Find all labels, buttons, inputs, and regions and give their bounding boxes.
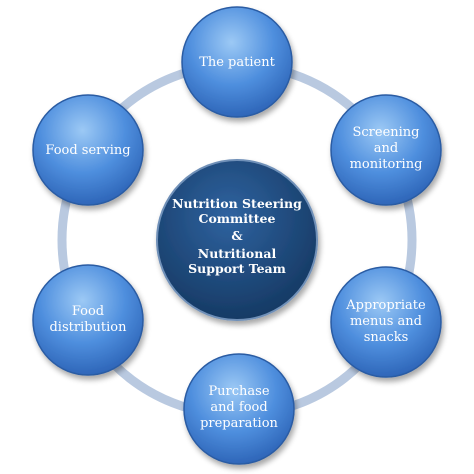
- node-label-line: menus and: [350, 314, 422, 329]
- node-label-line: preparation: [200, 416, 278, 431]
- node-label-line: distribution: [49, 320, 127, 335]
- center-line-1: Nutrition Steering: [172, 196, 302, 211]
- node-label-line: monitoring: [350, 157, 423, 172]
- node-label-line: and food: [210, 400, 267, 415]
- node-food-distribution: Food distribution: [32, 264, 144, 376]
- center-line-4: Nutritional: [198, 246, 277, 261]
- node-label-line: Appropriate: [345, 298, 426, 313]
- center-line-5: Support Team: [188, 261, 286, 276]
- node-label-line: The patient: [199, 55, 275, 70]
- node-label-line: Food serving: [45, 143, 130, 158]
- node-the-patient: The patient: [181, 6, 293, 118]
- node-label-line: and: [374, 141, 398, 156]
- node-purchase-and-food-preparation: Purchase and food preparation: [183, 353, 295, 465]
- node-food-serving: Food serving: [32, 94, 144, 206]
- node-appropriate-menus-and-snacks: Appropriate menus and snacks: [330, 266, 442, 378]
- node-label-line: Food: [72, 304, 104, 319]
- node-label-line: snacks: [364, 330, 409, 345]
- center-circle: Nutrition Steering Committee & Nutrition…: [156, 159, 318, 321]
- node-screening-and-monitoring: Screening and monitoring: [330, 94, 442, 206]
- center-line-3: &: [231, 228, 243, 243]
- center-line-2: Committee: [199, 211, 276, 226]
- node-label-line: Screening: [352, 125, 419, 140]
- node-label-line: Purchase: [208, 384, 269, 399]
